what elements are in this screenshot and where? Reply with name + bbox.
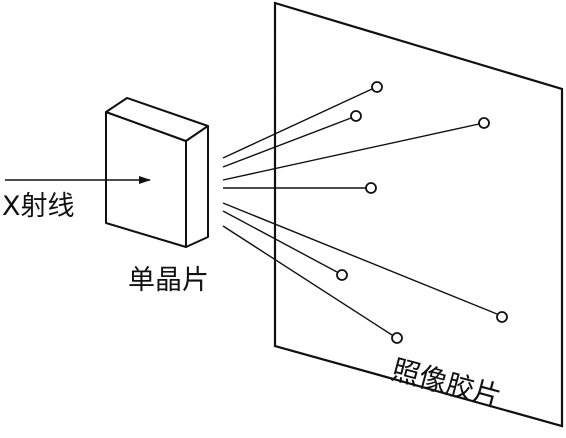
diffracted-rays bbox=[222, 88, 498, 336]
photographic-film-plate bbox=[273, 1, 564, 428]
diffraction-spot bbox=[496, 311, 508, 323]
diffracted-ray bbox=[222, 123, 480, 181]
diffracted-ray bbox=[222, 225, 393, 336]
xray-label: X射线 bbox=[2, 191, 75, 222]
crystal-label: 单晶片 bbox=[128, 265, 209, 296]
crystal-right-face bbox=[185, 125, 209, 248]
diffracted-ray bbox=[222, 210, 338, 273]
diffraction-spot bbox=[365, 182, 377, 194]
diffraction-spot bbox=[391, 332, 403, 344]
diffracted-ray bbox=[222, 202, 498, 315]
diffraction-spot bbox=[350, 110, 362, 122]
single-crystal-block bbox=[105, 97, 209, 248]
diffracted-ray bbox=[222, 88, 373, 159]
diffraction-spot bbox=[336, 269, 348, 281]
diffraction-spot bbox=[371, 81, 383, 93]
diffraction-spots bbox=[336, 81, 508, 344]
diffraction-spot bbox=[478, 117, 490, 129]
diffracted-ray bbox=[222, 117, 352, 168]
